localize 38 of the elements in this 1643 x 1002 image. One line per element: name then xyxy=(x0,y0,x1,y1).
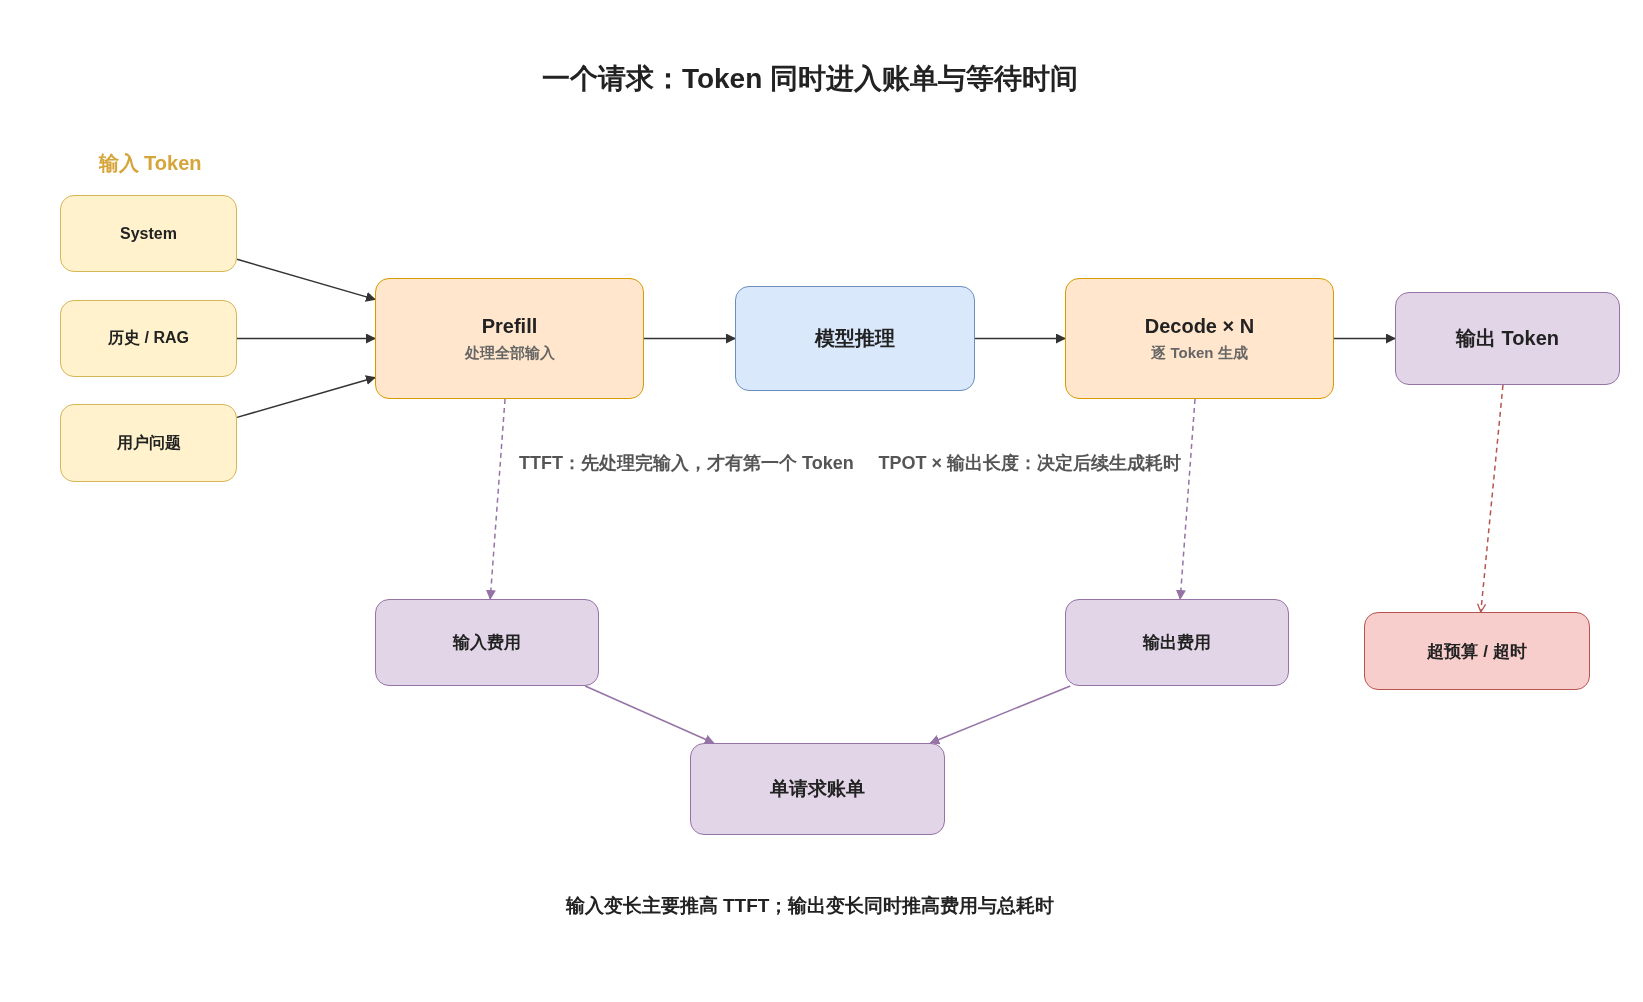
arrow xyxy=(974,333,1066,344)
process-box xyxy=(375,278,644,399)
arrow xyxy=(1175,398,1196,600)
box-title: 输出 Token xyxy=(1456,326,1559,351)
arrow xyxy=(236,333,376,344)
process-box xyxy=(1364,612,1590,690)
arrow xyxy=(1333,333,1396,344)
process-box xyxy=(735,286,975,391)
arrow xyxy=(584,685,715,744)
box-title: Prefill xyxy=(481,314,538,338)
process-box xyxy=(1065,278,1334,399)
box-title: 超预算 / 超时 xyxy=(1427,640,1527,663)
group-heading: 输入 Token xyxy=(98,150,202,176)
process-box xyxy=(1065,599,1289,686)
arrow xyxy=(929,685,1071,745)
arrow xyxy=(485,398,506,600)
box-title: System xyxy=(120,224,177,243)
box-title: 输入费用 xyxy=(453,632,521,654)
arrow xyxy=(236,375,376,419)
process-box xyxy=(60,300,237,377)
box-title: 输出费用 xyxy=(1143,632,1211,654)
arrow xyxy=(236,258,376,302)
footnote: 输入变长主要推高 TTFT；输出变长同时推高费用与总耗时 xyxy=(565,894,1055,918)
process-box xyxy=(375,599,599,686)
arrow xyxy=(643,333,736,344)
process-box xyxy=(60,404,237,482)
process-box xyxy=(1395,292,1620,385)
box-title: 单请求账单 xyxy=(770,777,865,801)
box-title: Decode × N xyxy=(1144,314,1255,338)
box-title: 历史 / RAG xyxy=(108,328,189,348)
box-subtitle: 处理全部输入 xyxy=(464,343,555,363)
arrow xyxy=(1476,384,1504,613)
box-subtitle: 逐 Token 生成 xyxy=(1151,343,1248,363)
box-title: 用户问题 xyxy=(116,432,181,453)
box-title: 模型推理 xyxy=(815,326,895,351)
process-box xyxy=(60,195,237,272)
diagram-title: 一个请求：Token 同时进入账单与等待时间 xyxy=(541,62,1079,96)
process-box xyxy=(690,743,945,835)
